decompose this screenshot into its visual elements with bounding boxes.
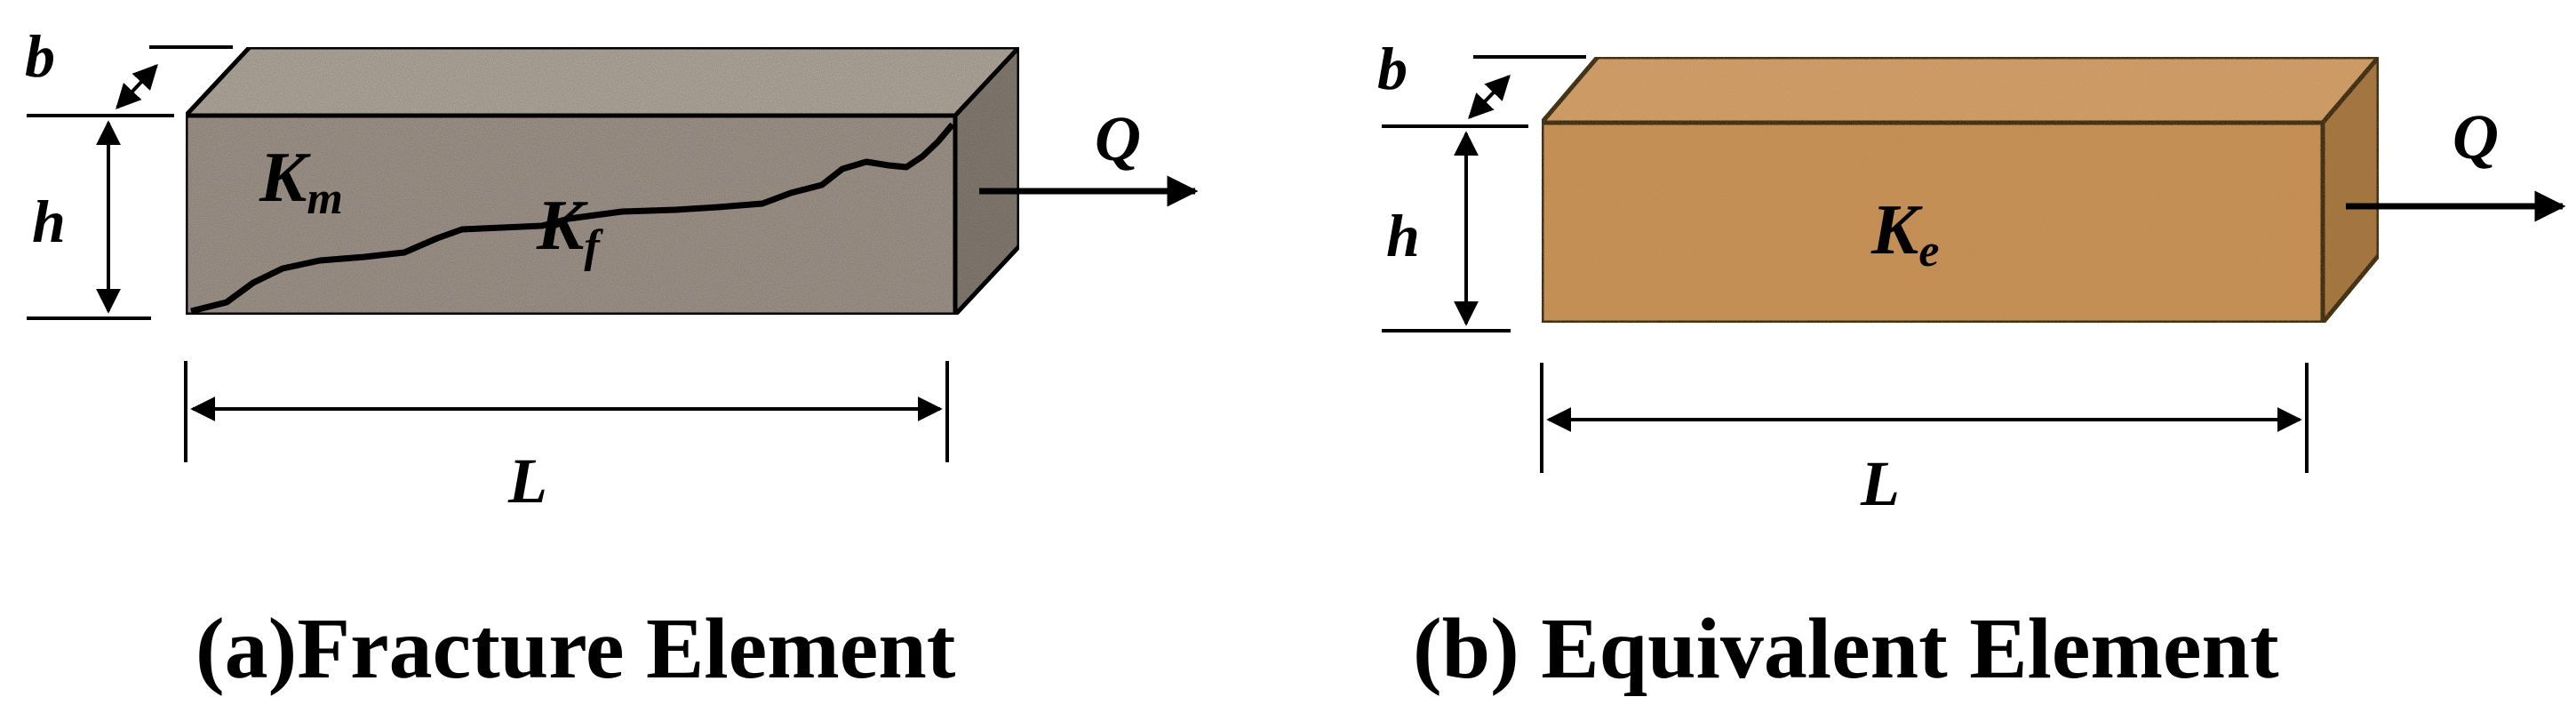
- equivalent-block-front: [1539, 120, 2325, 325]
- equivalent-permeability-label: Ke: [1870, 191, 1939, 276]
- flow-arrow-a: Q: [979, 103, 1199, 207]
- panel-a: Km Kf b h L Q: [25, 22, 1199, 697]
- flow-arrow-b: Q: [2346, 101, 2566, 222]
- equivalent-block: [1536, 51, 2384, 329]
- b-dimension-b: b: [1377, 35, 1586, 128]
- fracture-permeability-label: Kf: [536, 187, 603, 272]
- Q-label-a: Q: [1095, 103, 1141, 174]
- fracture-block: [180, 41, 1025, 321]
- fracture-block-top: [180, 44, 1025, 118]
- fracture-block-front: [183, 113, 958, 317]
- b-label-a: b: [25, 22, 55, 90]
- L-dimension-a: L: [184, 361, 949, 517]
- caption-b: (b) Equivalent Element: [1413, 601, 2279, 697]
- fracture-crack: [190, 122, 955, 315]
- L-label-b: L: [1860, 448, 1900, 519]
- h-label-a: h: [32, 188, 66, 255]
- h-label-b: h: [1386, 202, 1420, 269]
- h-dimension-b: h: [1382, 131, 1511, 332]
- caption-a: (a)Fracture Element: [195, 601, 956, 697]
- Q-label-b: Q: [2452, 101, 2499, 172]
- b-label-b: b: [1377, 35, 1408, 102]
- matrix-permeability-label: Km: [259, 139, 343, 224]
- L-dimension-b: L: [1540, 363, 2309, 519]
- h-dimension-a: h: [27, 114, 151, 320]
- equivalent-block-top: [1536, 54, 2384, 125]
- L-label-a: L: [507, 445, 547, 517]
- panel-b: Ke b h L Q (b) Equivalent Element: [1377, 35, 2566, 697]
